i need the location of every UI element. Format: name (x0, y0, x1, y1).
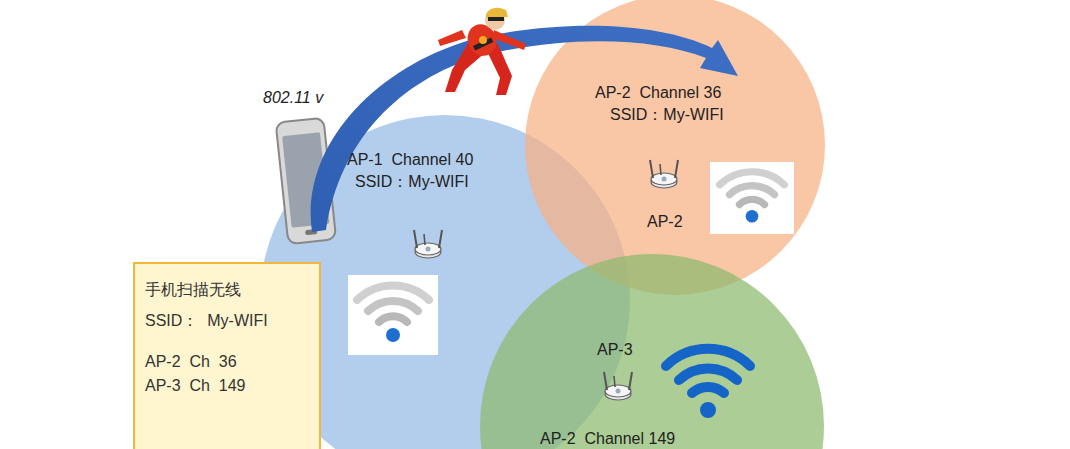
note-text: AP-3 Ch 149 (145, 376, 309, 395)
scan-note-box: 手机扫描无线 SSID： My-WIFI AP-2 Ch 36 AP-3 Ch 149 (133, 262, 321, 449)
ap-label: AP-2 Channel 149 (540, 429, 675, 448)
ap-label: AP-3 (597, 340, 633, 359)
ap-label: AP-1 Channel 40 (347, 150, 473, 169)
circle-outline (480, 254, 824, 449)
note-text: AP-2 Ch 36 (145, 352, 309, 371)
note-text: 手机扫描无线 (145, 280, 309, 299)
ap-label: AP-2 (647, 212, 683, 231)
ap-label: SSID：My-WIFI (610, 105, 724, 124)
protocol-label: 802.11 v (263, 89, 323, 107)
ap-label: AP-2 Channel 36 (595, 83, 721, 102)
ap3-coverage-circle: AP-3AP-2 Channel 149 (480, 254, 824, 449)
note-text: SSID： My-WIFI (145, 311, 309, 330)
ap-label: SSID：My-WIFI (355, 172, 469, 191)
